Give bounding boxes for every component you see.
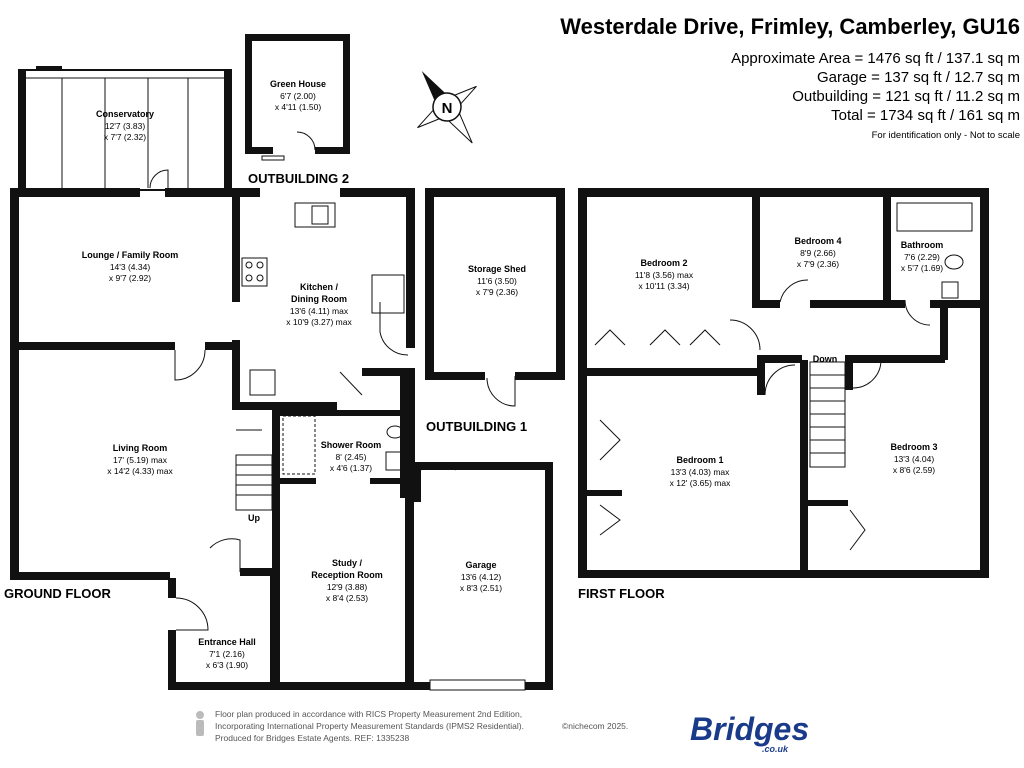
garage-walls: [412, 462, 553, 691]
bedroom-3-label: Bedroom 3: [890, 442, 937, 452]
compass-north-label: N: [442, 100, 453, 117]
stairs-up-label: Up: [248, 513, 260, 523]
storage-shed-label: Storage Shed: [468, 264, 526, 274]
shower-room-dim-1: 8' (2.45): [336, 452, 367, 462]
footer-line-2: Incorporating International Property Mea…: [215, 721, 524, 731]
kitchen-dim-1: 13'6 (4.11) max: [290, 306, 349, 316]
storage-shed-walls: [425, 188, 565, 407]
scale-note: For identification only - Not to scale: [872, 130, 1020, 141]
kitchen-label: Kitchen /: [300, 282, 339, 292]
bathroom-label: Bathroom: [901, 240, 944, 250]
bedroom-1-dim-2: x 12' (3.65) max: [670, 478, 731, 488]
approximate-area: Approximate Area = 1476 sq ft / 137.1 sq…: [731, 50, 1020, 67]
kitchen-fittings: [241, 202, 405, 396]
bridges-logo-domain: .co.uk: [762, 744, 789, 754]
bedroom-4-label: Bedroom 4: [794, 236, 841, 246]
first-floor-label: FIRST FLOOR: [578, 586, 665, 601]
garage-dim-1: 13'6 (4.12): [461, 572, 502, 582]
conservatory-dim-1: 12'7 (3.83): [105, 121, 146, 131]
plan-title: Westerdale Drive, Frimley, Camberley, GU…: [560, 14, 1020, 39]
shower-fittings: [282, 415, 404, 475]
study-dim-1: 12'9 (3.88): [327, 582, 368, 592]
ground-floor-label: GROUND FLOOR: [4, 586, 111, 601]
green-house-label: Green House: [270, 79, 326, 89]
lounge-dim-1: 14'3 (4.34): [110, 262, 151, 272]
outbuilding-area: Outbuilding = 121 sq ft / 11.2 sq m: [792, 88, 1020, 105]
entrance-hall-label: Entrance Hall: [198, 637, 256, 647]
conservatory-label: Conservatory: [96, 109, 154, 119]
entrance-hall-dim-1: 7'1 (2.16): [209, 649, 245, 659]
study-dim-2: x 8'4 (2.53): [326, 593, 368, 603]
bedroom-3-dim-2: x 8'6 (2.59): [893, 465, 935, 475]
ground-stairs: [235, 429, 273, 511]
storage-shed-dim-2: x 7'9 (2.36): [476, 287, 518, 297]
footer-line-3: Produced for Bridges Estate Agents. REF:…: [215, 733, 409, 743]
entrance-hall-dim-2: x 6'3 (1.90): [206, 660, 248, 670]
garage-area: Garage = 137 sq ft / 12.7 sq m: [817, 69, 1020, 86]
bridges-logo-text: Bridges: [690, 711, 809, 747]
shower-room-dim-2: x 4'6 (1.37): [330, 463, 372, 473]
bedroom-1-label: Bedroom 1: [676, 455, 723, 465]
shower-room-label: Shower Room: [321, 440, 382, 450]
green-house-dim-2: x 4'11 (1.50): [275, 102, 322, 112]
kitchen-dim-2: x 10'9 (3.27) max: [286, 317, 352, 327]
bedroom-4-dim-2: x 7'9 (2.36): [797, 259, 839, 269]
garage-dim-2: x 8'3 (2.51): [460, 583, 502, 593]
bedroom-2-dim-1: 11'8 (3.56) max: [635, 270, 694, 280]
green-house-structure: [245, 34, 350, 161]
garage-label: Garage: [465, 560, 496, 570]
dining-room-label: Dining Room: [291, 294, 347, 304]
lounge-label: Lounge / Family Room: [82, 250, 179, 260]
lounge-dim-2: x 9'7 (2.92): [109, 273, 151, 283]
first-floor-details: [594, 202, 973, 551]
compass-icon: [417, 70, 477, 144]
reception-room-label: Reception Room: [311, 570, 383, 580]
person-icon: [196, 711, 204, 736]
ground-floor-walls: [10, 188, 415, 690]
bathroom-dim-1: 7'6 (2.29): [904, 252, 940, 262]
storage-shed-dim-1: 11'6 (3.50): [477, 276, 517, 286]
bedroom-2-label: Bedroom 2: [640, 258, 687, 268]
first-floor-walls: [578, 188, 989, 578]
bedroom-1-dim-1: 13'3 (4.03) max: [671, 467, 731, 477]
outbuilding-1-label: OUTBUILDING 1: [426, 419, 527, 434]
bathroom-dim-2: x 5'7 (1.69): [901, 263, 943, 273]
total-area: Total = 1734 sq ft / 161 sq m: [831, 107, 1020, 124]
bedroom-4-dim-1: 8'9 (2.66): [800, 248, 836, 258]
living-room-dim-1: 17' (5.19) max: [113, 455, 168, 465]
outbuilding-2-label: OUTBUILDING 2: [248, 171, 349, 186]
bedroom-2-dim-2: x 10'11 (3.34): [638, 281, 689, 291]
living-room-label: Living Room: [113, 443, 168, 453]
footer-copyright: ©nichecom 2025.: [562, 721, 628, 731]
conservatory-structure: [18, 66, 232, 191]
living-room-dim-2: x 14'2 (4.33) max: [107, 466, 173, 476]
bedroom-3-dim-1: 13'3 (4.04): [894, 454, 935, 464]
green-house-dim-1: 6'7 (2.00): [280, 91, 316, 101]
study-label: Study /: [332, 558, 363, 568]
conservatory-dim-2: x 7'7 (2.32): [104, 132, 146, 142]
footer-line-1: Floor plan produced in accordance with R…: [215, 709, 522, 719]
ground-door-swings: [174, 302, 409, 631]
stairs-down-label: Down: [813, 354, 838, 364]
